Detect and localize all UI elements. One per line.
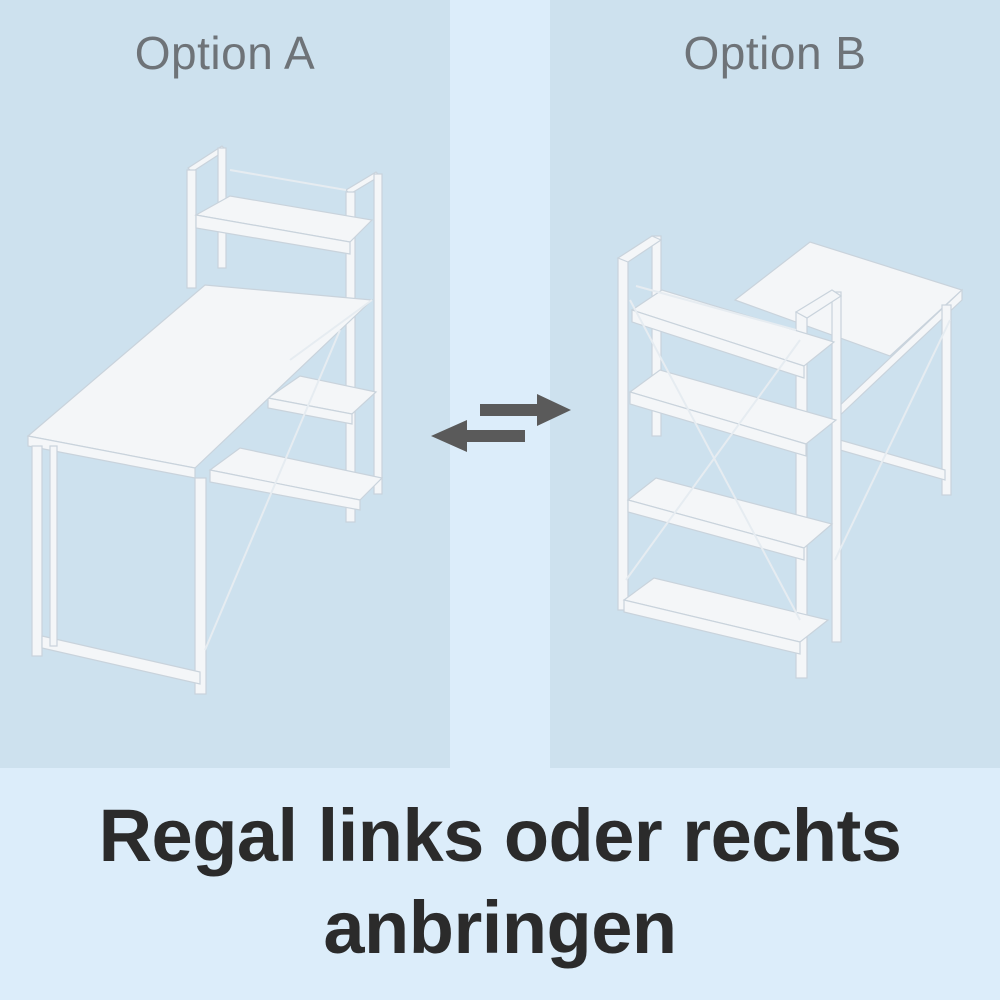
- option-b-label: Option B: [683, 27, 867, 79]
- caption-line-2: anbringen: [323, 886, 677, 969]
- option-a-label: Option A: [134, 27, 316, 79]
- caption-line-1: Regal links oder rechts: [98, 794, 902, 877]
- option-a-panel: Option A: [0, 0, 450, 768]
- desk-shelf-left-illustration: [26, 145, 384, 695]
- desk-shelf-right-illustration: [616, 235, 964, 679]
- swap-arrows-icon: [431, 394, 571, 452]
- option-b-panel: Option B: [550, 0, 1000, 768]
- caption: Regal links oder rechts anbringen: [0, 790, 1000, 974]
